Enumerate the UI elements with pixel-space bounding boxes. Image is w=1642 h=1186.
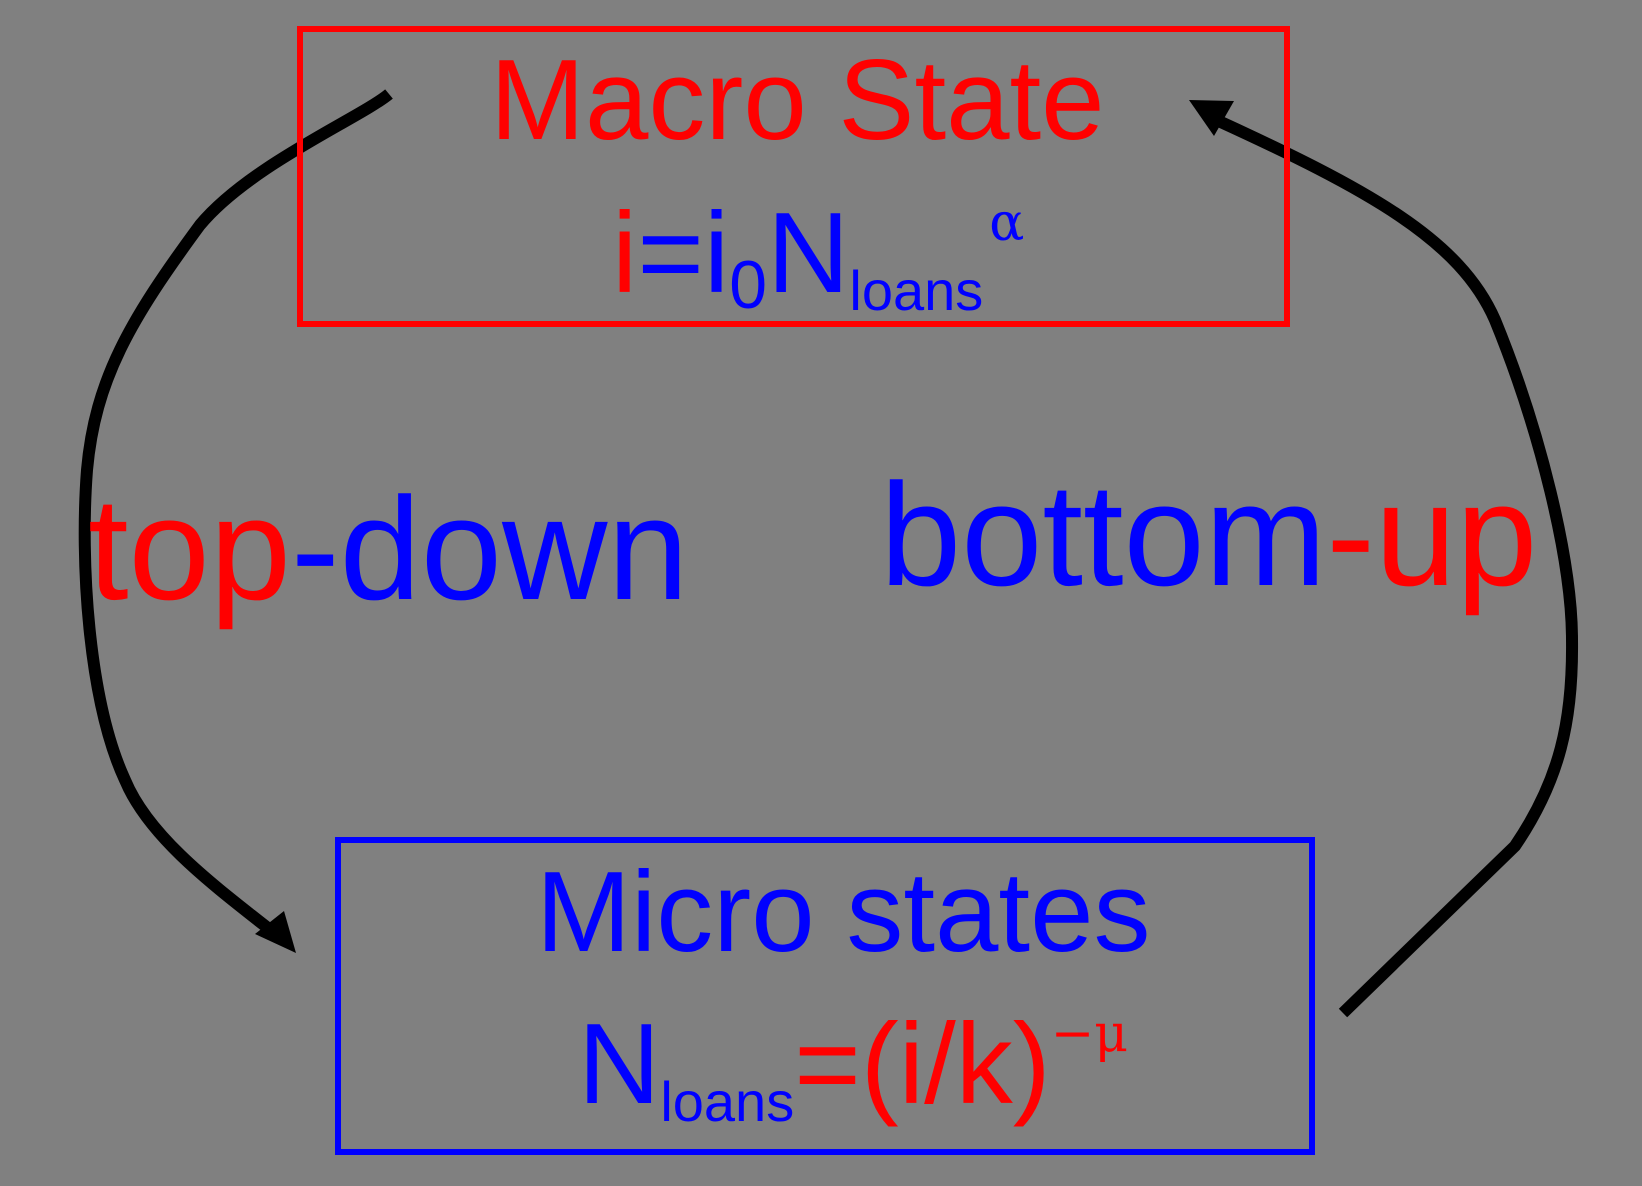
top-down-label-hyphen: - — [290, 467, 340, 630]
bottom-up-arrow — [1189, 100, 1579, 1018]
top-down-label-part1: top — [88, 467, 291, 630]
micro-formula-var-subscript: loans — [660, 1070, 795, 1133]
macro-formula-var-subscript: loans — [849, 259, 984, 322]
bottom-up-label-part1: bottom — [880, 453, 1327, 616]
bottom-up-label: bottom-up — [880, 462, 1537, 608]
bottom-up-label-part2: up — [1374, 453, 1538, 616]
macro-formula-lhs: i — [612, 190, 638, 317]
micro-formula-var: N — [578, 1001, 661, 1128]
bottom-up-arrow-curve — [1209, 112, 1579, 1018]
micro-formula-exponent: μ — [1094, 1004, 1129, 1064]
macro-formula-exponent: α — [989, 193, 1025, 253]
top-down-arrow — [78, 89, 393, 953]
macro-formula-coef: i — [703, 190, 730, 317]
bottom-up-label-hyphen: - — [1326, 453, 1375, 616]
micro-states-box — [335, 837, 1315, 1155]
top-down-label: top-down — [88, 476, 689, 622]
micro-states-formula: Nloans=(i/k)−μ — [578, 1008, 1128, 1130]
micro-states-title: Micro states — [536, 849, 1151, 976]
bottom-up-arrowhead-icon — [1189, 100, 1234, 136]
macro-formula-equals: = — [637, 190, 704, 317]
top-down-arrow-curve — [78, 89, 393, 945]
macro-state-formula: i=i0Nloansα — [612, 197, 1024, 320]
macro-state-title: Macro State — [490, 37, 1105, 164]
micro-formula-equals: = — [794, 1001, 861, 1128]
top-down-arrowhead-icon — [255, 911, 296, 953]
micro-formula-exponent-sign: − — [1050, 1004, 1095, 1064]
top-down-label-part2: down — [339, 467, 689, 630]
macro-formula-coef-subscript: 0 — [729, 247, 768, 323]
micro-formula-rhs: (i/k) — [860, 1001, 1051, 1128]
macro-state-box — [297, 26, 1290, 327]
macro-formula-var: N — [767, 190, 850, 317]
